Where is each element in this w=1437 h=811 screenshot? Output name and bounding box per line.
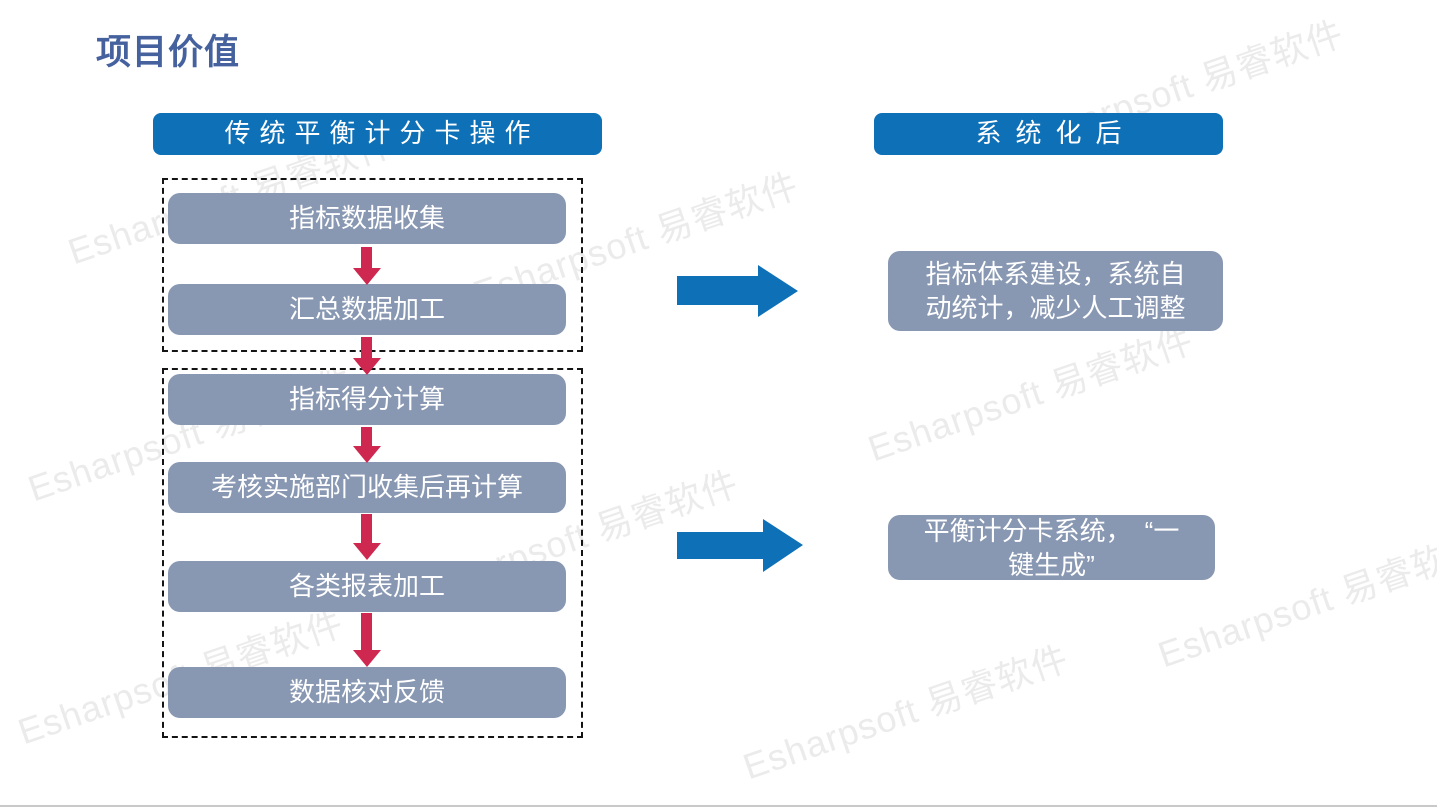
- down-arrow-icon: [353, 427, 381, 463]
- right-arrow-icon: [677, 519, 803, 572]
- flow-step-6: 数据核对反馈: [168, 667, 566, 718]
- result-box-1: 指标体系建设，系统自 动统计，减少人工调整: [888, 251, 1223, 331]
- right-arrow-icon: [677, 265, 798, 317]
- result-line: 平衡计分卡系统， “一: [923, 515, 1180, 546]
- right-column-header: 系统化后: [874, 113, 1223, 155]
- flow-step-2: 汇总数据加工: [168, 284, 566, 335]
- flow-step-3: 指标得分计算: [168, 374, 566, 425]
- left-column-header: 传统平衡计分卡操作: [153, 113, 602, 155]
- slide-bottom-border: [0, 805, 1437, 807]
- flow-group-collection: [162, 178, 583, 352]
- down-arrow-icon: [353, 337, 381, 375]
- result-line: 动统计，减少人工调整: [925, 293, 1186, 323]
- down-arrow-icon: [353, 514, 381, 560]
- result-line: 指标体系建设，系统自: [925, 259, 1186, 289]
- down-arrow-icon: [353, 247, 381, 285]
- down-arrow-icon: [353, 613, 381, 667]
- flow-step-4: 考核实施部门收集后再计算: [168, 462, 566, 513]
- flow-step-1: 指标数据收集: [168, 193, 566, 244]
- result-line: 键生成”: [1008, 549, 1095, 580]
- flow-step-5: 各类报表加工: [168, 561, 566, 612]
- result-box-2: 平衡计分卡系统， “一 键生成”: [888, 515, 1215, 580]
- page-title: 项目价值: [96, 33, 241, 72]
